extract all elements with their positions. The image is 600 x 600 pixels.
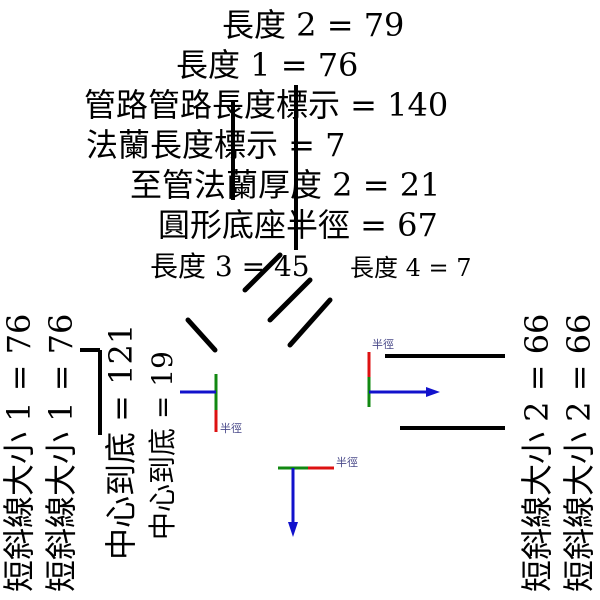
axis-triad-left: 半徑 <box>180 374 242 435</box>
dim-flange-length: 法蘭長度標示 = 7 <box>86 126 346 164</box>
axis-triad-right: 半徑 <box>367 337 440 407</box>
axis-triad-bottom: 半徑 <box>278 455 358 537</box>
dim-center-to-bottom: 中心到底 = 121 <box>102 324 140 560</box>
dim-length4: 長度 4 = 7 <box>350 254 472 282</box>
axis-label-left: 半徑 <box>220 421 242 435</box>
dim-center-to-bottom-ghost: 中心到底 = 19 <box>146 351 179 540</box>
dim-short-slash2-ghost: 短斜線大小 2 = 66 <box>518 314 556 592</box>
dimension-lines <box>80 85 505 435</box>
axis-label-right: 半徑 <box>372 337 394 351</box>
axis-label-bottom: 半徑 <box>336 455 358 469</box>
dim-length3: 長度 3 = 45 <box>150 250 310 283</box>
dim-length1: 長度 1 = 76 <box>176 46 358 84</box>
dim-flange-thickness2: 至管法蘭厚度 2 = 21 <box>130 166 440 204</box>
dim-short-slash1-ghost: 短斜線大小 1 = 76 <box>0 314 38 592</box>
dim-base-radius: 圓形底座半徑 = 67 <box>158 206 438 244</box>
dim-short-slash2: 短斜線大小 2 = 66 <box>560 314 598 592</box>
dim-length2: 長度 2 = 79 <box>222 6 404 44</box>
dim-short-slash1: 短斜線大小 1 = 76 <box>42 314 80 592</box>
dim-pipe-length: 管路管路長度標示 = 140 <box>84 86 448 124</box>
